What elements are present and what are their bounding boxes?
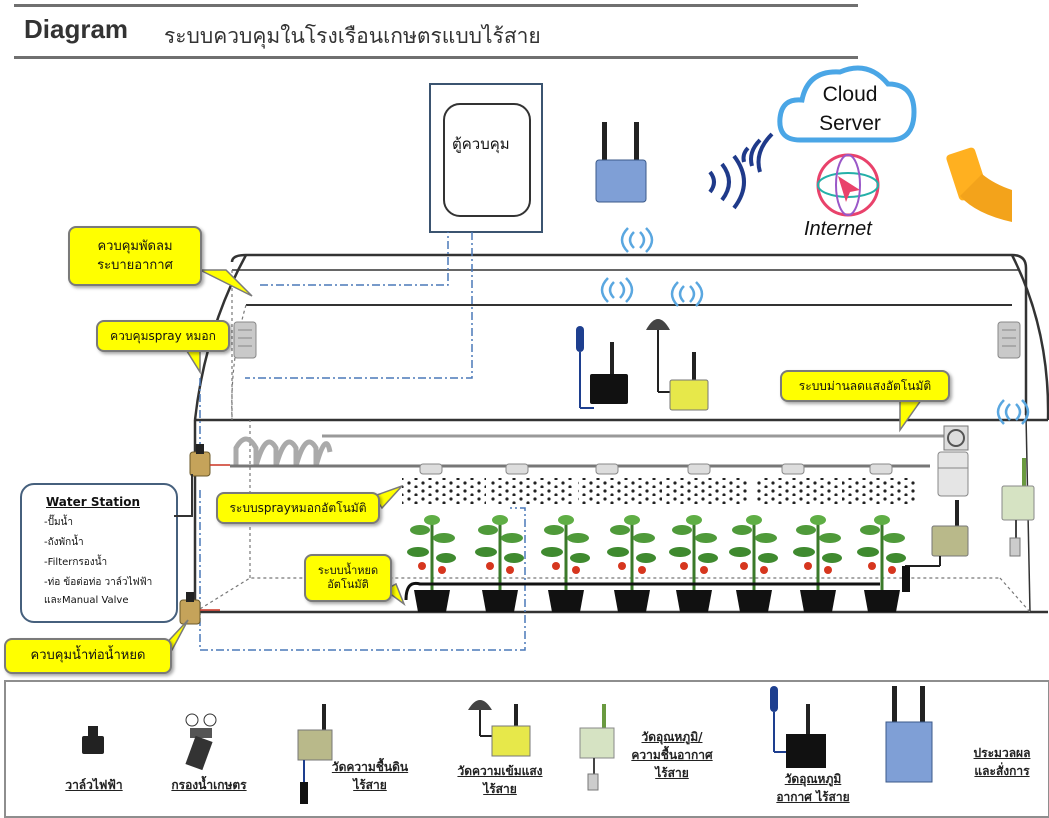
water-station-item: -ท่อ ข้อต่อท่อ วาล์วไฟฟ้า [44,577,153,588]
spray-mist-dots [402,478,916,504]
soil-moisture-sensor-legend-icon [297,704,333,804]
tomato-plants [407,513,908,614]
greenhouse-diagram [158,65,1049,651]
gateway-legend-icon [885,686,933,783]
cloud-label: Cloud [822,83,878,106]
legend-process-label: ประมวลผล และสั่งการ [960,744,1044,780]
legend-light-line2: ไร้สาย [483,782,517,796]
drip-system-callout: ระบบน้ำหยด อัตโนมัติ [304,554,392,602]
light-intensity-sensor-icon [646,319,709,411]
legend-soil-label: วัดความชื้นดิน ไร้สาย [314,758,426,794]
smartphone-hand-icon [946,147,1012,222]
internet-globe-icon [816,153,880,217]
air-temperature-sensor-icon [576,326,628,409]
water-meter-icon [937,451,969,497]
water-station-item: และManual Valve [44,595,129,606]
drip-system-line1: ระบบน้ำหยด [317,563,379,577]
soil-moisture-sensor-icon [902,500,969,592]
legend-process-line2: และสั่งการ [974,764,1030,778]
legend-airtemp-line2: อากาศ ไร้สาย [776,790,850,804]
fan-control-line2: ระบายอากาศ [97,258,173,273]
water-station-connector [174,474,193,517]
title-top-rule [14,4,858,7]
wifi-broadcast-icon [708,132,774,210]
ventilation-fan-left-icon [233,321,257,359]
legend-panel: วาล์วไฟฟ้า กรองน้ำเกษตร วัดความชื้นดิน ไ… [4,680,1049,818]
legend-icons [82,686,933,804]
legend-temphum-label: วัดอุณหภูมิ/ ความชื้นอากาศ ไร้สาย [614,728,730,782]
legend-soil-line1: วัดความชื้นดิน [331,760,409,774]
legend-airtemp-line1: วัดอุณหภูมิ [784,772,842,786]
diagram-title: Diagram [24,14,129,44]
wifi-signal-icon [600,227,1030,425]
title-bottom-rule [14,56,858,59]
legend-process-line1: ประมวลผล [973,746,1031,760]
solenoid-valve-bottom-icon [179,592,220,625]
light-sensor-legend-icon [468,700,531,757]
water-station-item: -Filterกรองน้ำ [44,557,108,568]
cloud-server-label: Cloud Server [800,80,900,139]
legend-soil-line2: ไร้สาย [353,778,387,792]
water-station-box: Water Station -ปั๊มน้ำ -ถังพักน้ำ -Filte… [20,483,178,623]
legend-light-label: วัดความเข้มแสง ไร้สาย [442,762,558,798]
drip-control-callout: ควบคุมน้ำท่อน้ำหยด [4,638,172,674]
legend-temphum-line1: วัดอุณหภูมิ/ [641,730,703,744]
fan-control-callout: ควบคุมพัดลม ระบายอากาศ [68,226,202,286]
control-box-label: ตู้ควบคุม [452,135,510,153]
server-label: Server [819,112,881,136]
temperature-humidity-sensor-icon [1001,458,1035,557]
air-temp-sensor-legend-icon [770,686,826,768]
title-bar: Diagram ระบบควบคุมในโรงเรือนเกษตรแบบไร้ส… [14,4,858,60]
water-station-item: -ถังพักน้ำ [44,537,84,548]
solenoid-valve-top-icon [189,444,230,477]
legend-light-line1: วัดความเข้มแสง [457,764,543,778]
legend-valve-label: วาล์วไฟฟ้า [65,778,123,792]
water-filter-icon [185,713,217,771]
legend-filter-label: กรองน้ำเกษตร [171,778,247,792]
diagram-subtitle: ระบบควบคุมในโรงเรือนเกษตรแบบไร้สาย [164,24,541,48]
control-box [429,83,543,233]
shade-curtain-roller-icon [322,425,969,451]
solenoid-valve-icon [82,726,104,754]
auto-spray-callout: ระบบsprayหมอกอัตโนมัติ [216,492,380,524]
internet-label: Internet [804,218,872,240]
spray-nozzles [419,463,893,475]
legend-temphum-line3: ไร้สาย [655,766,689,780]
fan-control-line1: ควบคุมพัดลม [97,238,173,254]
legend-airtemp-label: วัดอุณหภูมิ อากาศ ไร้สาย [758,770,868,806]
temphum-sensor-legend-icon [579,704,615,791]
shade-system-callout: ระบบม่านลดแสงอัตโนมัติ [780,370,950,402]
ventilation-fan-right-icon [997,321,1021,359]
drip-pipe [404,581,880,601]
drip-system-line2: อัตโนมัติ [327,578,369,591]
water-station-title: Water Station [46,495,140,509]
spray-control-callout: ควบคุมspray หมอก [96,320,230,352]
wireless-gateway-icon [595,122,647,203]
legend-temphum-line2: ความชื้นอากาศ [631,748,713,762]
water-station-item: -ปั๊มน้ำ [44,517,73,528]
cloud-server-icon [777,65,917,143]
